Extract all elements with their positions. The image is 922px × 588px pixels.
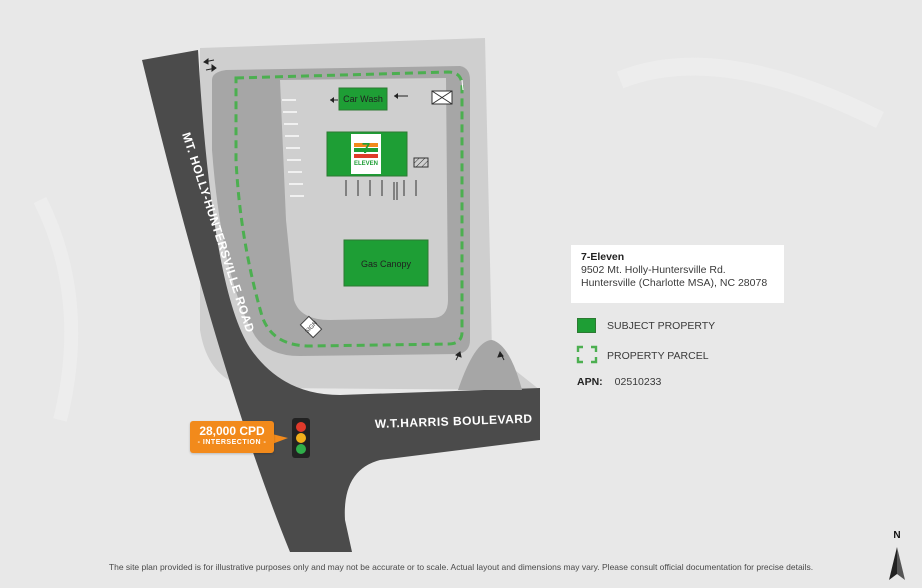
apn-label: APN: xyxy=(577,376,603,388)
property-parcel-label: PROPERTY PARCEL xyxy=(607,349,709,362)
north-label: N xyxy=(893,530,901,541)
loading-zone xyxy=(413,157,429,168)
property-info-card: 7-Eleven 9502 Mt. Holly-Huntersville Rd.… xyxy=(571,245,784,303)
site-sign: SIGN xyxy=(299,315,323,339)
gas-canopy-label: Gas Canopy xyxy=(361,259,412,269)
traffic-light-icon xyxy=(292,418,310,458)
wt-harris-road-label: W.T.HARRIS BOULEVARD xyxy=(375,412,533,431)
north-arrow-icon xyxy=(889,547,905,580)
address-line-2: Huntersville (Charlotte MSA), NC 28078 xyxy=(581,277,768,289)
traffic-count: 28,000 CPD xyxy=(199,424,265,438)
svg-text:ELEVEN: ELEVEN xyxy=(354,161,378,167)
apn-value: 02510233 xyxy=(614,376,662,388)
svg-text:7: 7 xyxy=(362,140,370,157)
entrance-median xyxy=(458,340,522,390)
address-line-1: 9502 Mt. Holly-Huntersville Rd. xyxy=(581,264,726,276)
mt-holly-huntersville-road xyxy=(142,50,540,552)
car-wash-label: Car Wash xyxy=(343,94,383,104)
property-parcel-swatch xyxy=(576,345,598,364)
car-wash-arrow-icon xyxy=(394,93,408,99)
gas-canopy xyxy=(343,239,429,287)
subject-property-swatch xyxy=(577,318,596,333)
traffic-count-badge: 28,000 CPD - INTERSECTION - xyxy=(190,421,274,453)
traffic-location: - INTERSECTION - xyxy=(197,439,267,446)
property-parcel-boundary xyxy=(234,70,464,348)
right-entrance-arrows-icon xyxy=(454,350,505,361)
top-entrance-arrows-icon xyxy=(203,58,217,72)
car-wash-building xyxy=(338,87,388,111)
subject-property-label: SUBJECT PROPERTY xyxy=(607,319,716,332)
property-name: 7-Eleven xyxy=(581,251,625,263)
disclaimer-text: The site plan provided is for illustrati… xyxy=(108,562,814,572)
seven-eleven-logo: 7 ELEVEN xyxy=(351,134,381,174)
